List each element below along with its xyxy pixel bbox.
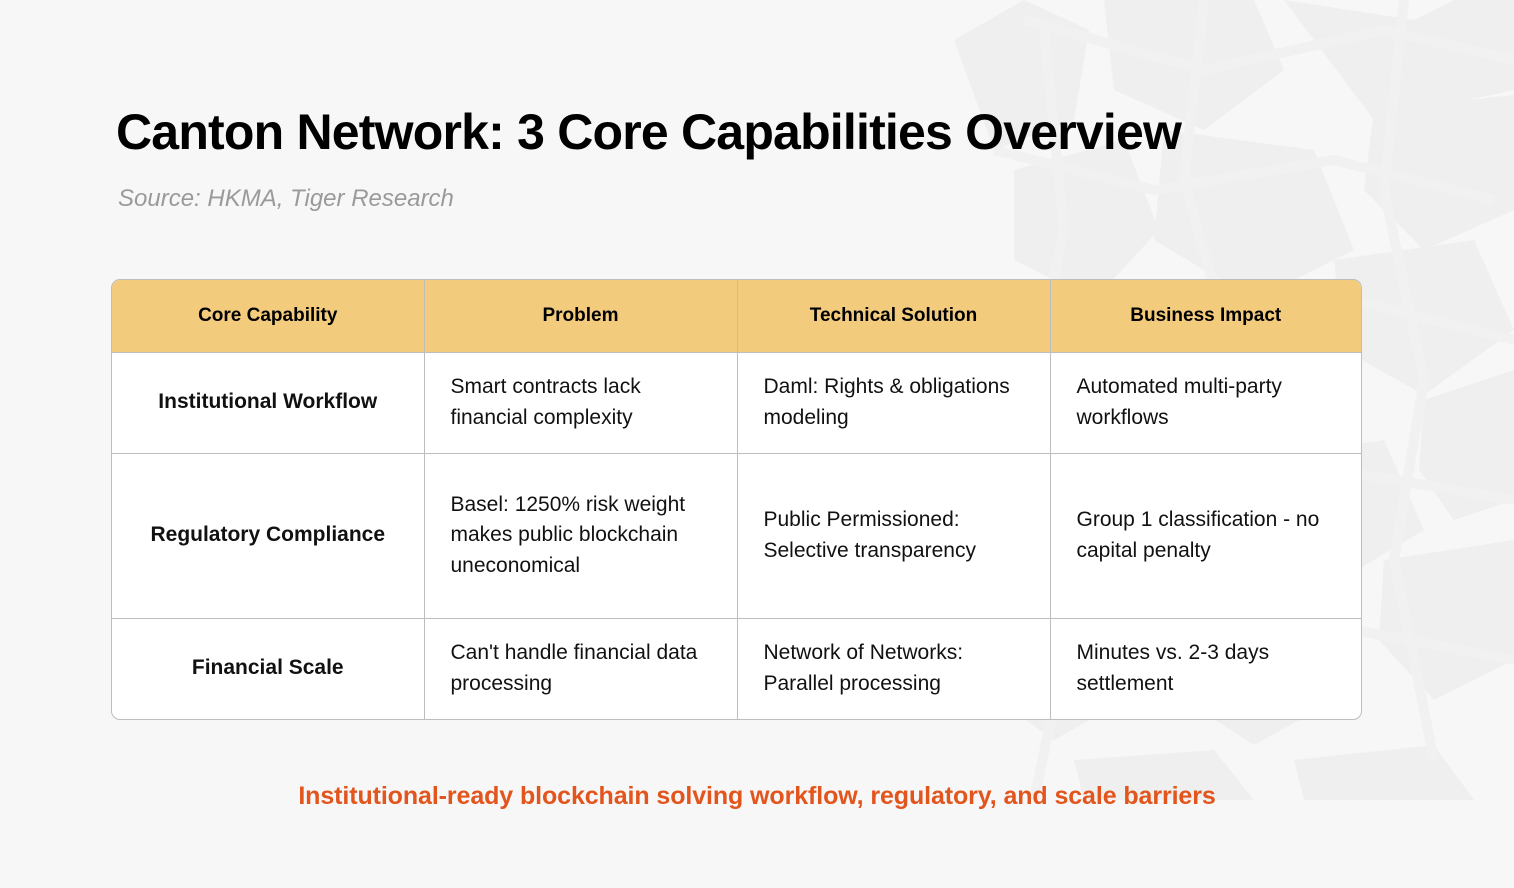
column-header-problem: Problem [424, 280, 738, 353]
cell-capability: Regulatory Compliance [112, 453, 425, 619]
table-row: Institutional Workflow Smart contracts l… [112, 352, 1361, 454]
cell-solution: Network of Networks: Parallel processing [737, 618, 1051, 719]
column-header-business-impact: Business Impact [1050, 280, 1361, 353]
summary-caption: Institutional-ready blockchain solving w… [298, 782, 1216, 810]
table-row: Financial Scale Can't handle financial d… [112, 618, 1361, 719]
cell-impact: Automated multi-party workflows [1050, 352, 1361, 454]
table-row: Regulatory Compliance Basel: 1250% risk … [112, 453, 1361, 619]
page-title: Canton Network: 3 Core Capabilities Over… [116, 104, 1182, 160]
cell-problem: Basel: 1250% risk weight makes public bl… [424, 453, 738, 619]
cell-capability: Financial Scale [112, 618, 425, 719]
column-header-technical-solution: Technical Solution [737, 280, 1051, 353]
column-header-core-capability: Core Capability [112, 280, 425, 353]
cell-solution: Public Permissioned: Selective transpare… [737, 453, 1051, 619]
cell-impact: Group 1 classification - no capital pena… [1050, 453, 1361, 619]
cell-problem: Can't handle financial data processing [424, 618, 738, 719]
capabilities-table: Core Capability Problem Technical Soluti… [112, 280, 1361, 719]
source-subtitle: Source: HKMA, Tiger Research [118, 185, 454, 212]
cell-capability: Institutional Workflow [112, 352, 425, 454]
table-header-row: Core Capability Problem Technical Soluti… [112, 280, 1361, 353]
capabilities-table-container: Core Capability Problem Technical Soluti… [111, 279, 1362, 720]
cell-problem: Smart contracts lack financial complexit… [424, 352, 738, 454]
cell-solution: Daml: Rights & obligations modeling [737, 352, 1051, 454]
cell-impact: Minutes vs. 2-3 days settlement [1076, 641, 1270, 695]
